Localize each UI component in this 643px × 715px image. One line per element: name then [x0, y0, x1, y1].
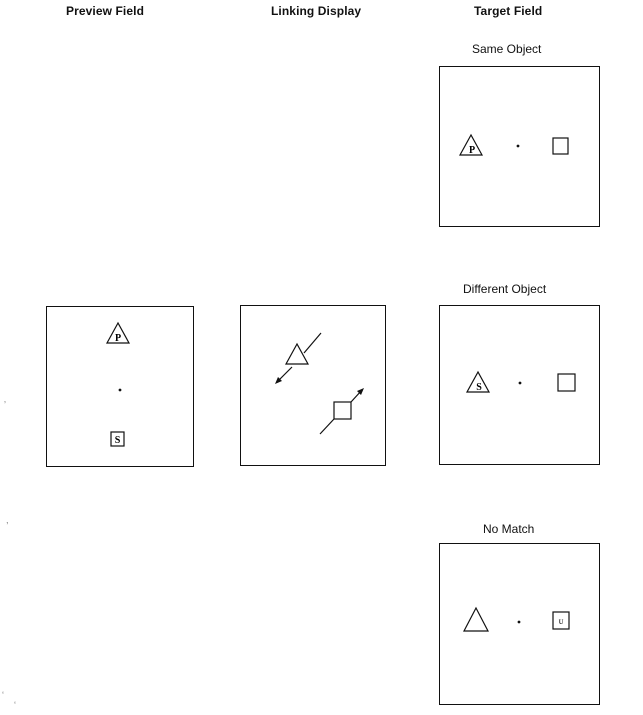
triangle-letter: S — [476, 382, 482, 393]
linking-display-panel — [240, 305, 386, 466]
square-shape — [110, 431, 125, 447]
triangle-shape — [105, 321, 131, 344]
scan-mark: ʻ — [2, 690, 4, 700]
motion-line — [319, 418, 335, 435]
scan-mark: ʼ — [4, 400, 6, 410]
square-letter: ᴜ — [559, 616, 564, 626]
label-different-object: Different Object — [463, 282, 547, 296]
triangle-letter: P — [115, 333, 121, 344]
label-no-match: No Match — [483, 522, 535, 536]
target-no-match-drawing: ᴜ — [463, 606, 570, 632]
square-letter: S — [115, 435, 121, 446]
triangle-shape — [463, 606, 489, 632]
header-target-field: Target Field — [474, 4, 543, 18]
square-shape — [333, 401, 352, 420]
square-shape — [552, 611, 570, 630]
linking-display-drawing — [275, 332, 364, 435]
scan-mark: ‘ — [14, 700, 16, 710]
arrow-head-up-right-icon — [357, 388, 364, 395]
target-different-object-drawing: S — [465, 370, 576, 393]
arrow-head-down-left-icon — [275, 377, 282, 384]
square-shape — [552, 137, 569, 155]
square-shape — [557, 373, 576, 392]
preview-field-drawing: P S — [105, 321, 131, 447]
header-preview-field: Preview Field — [66, 4, 144, 18]
motion-line — [303, 332, 322, 354]
triangle-shape — [458, 133, 484, 156]
scan-mark: , — [6, 515, 9, 525]
preview-field-panel: P S — [46, 306, 194, 467]
triangle-shape — [284, 342, 310, 365]
fixation-dot — [516, 144, 520, 148]
target-same-object-panel: P — [439, 66, 600, 227]
target-no-match-panel: ᴜ — [439, 543, 600, 705]
header-linking-display: Linking Display — [271, 4, 362, 18]
label-same-object: Same Object — [472, 42, 542, 56]
fixation-dot — [118, 388, 122, 392]
fixation-dot — [518, 381, 522, 385]
fixation-dot — [517, 620, 521, 624]
target-different-object-panel: S — [439, 305, 600, 465]
target-same-object-drawing: P — [458, 133, 569, 156]
triangle-letter: P — [469, 145, 475, 156]
triangle-shape — [465, 370, 491, 393]
